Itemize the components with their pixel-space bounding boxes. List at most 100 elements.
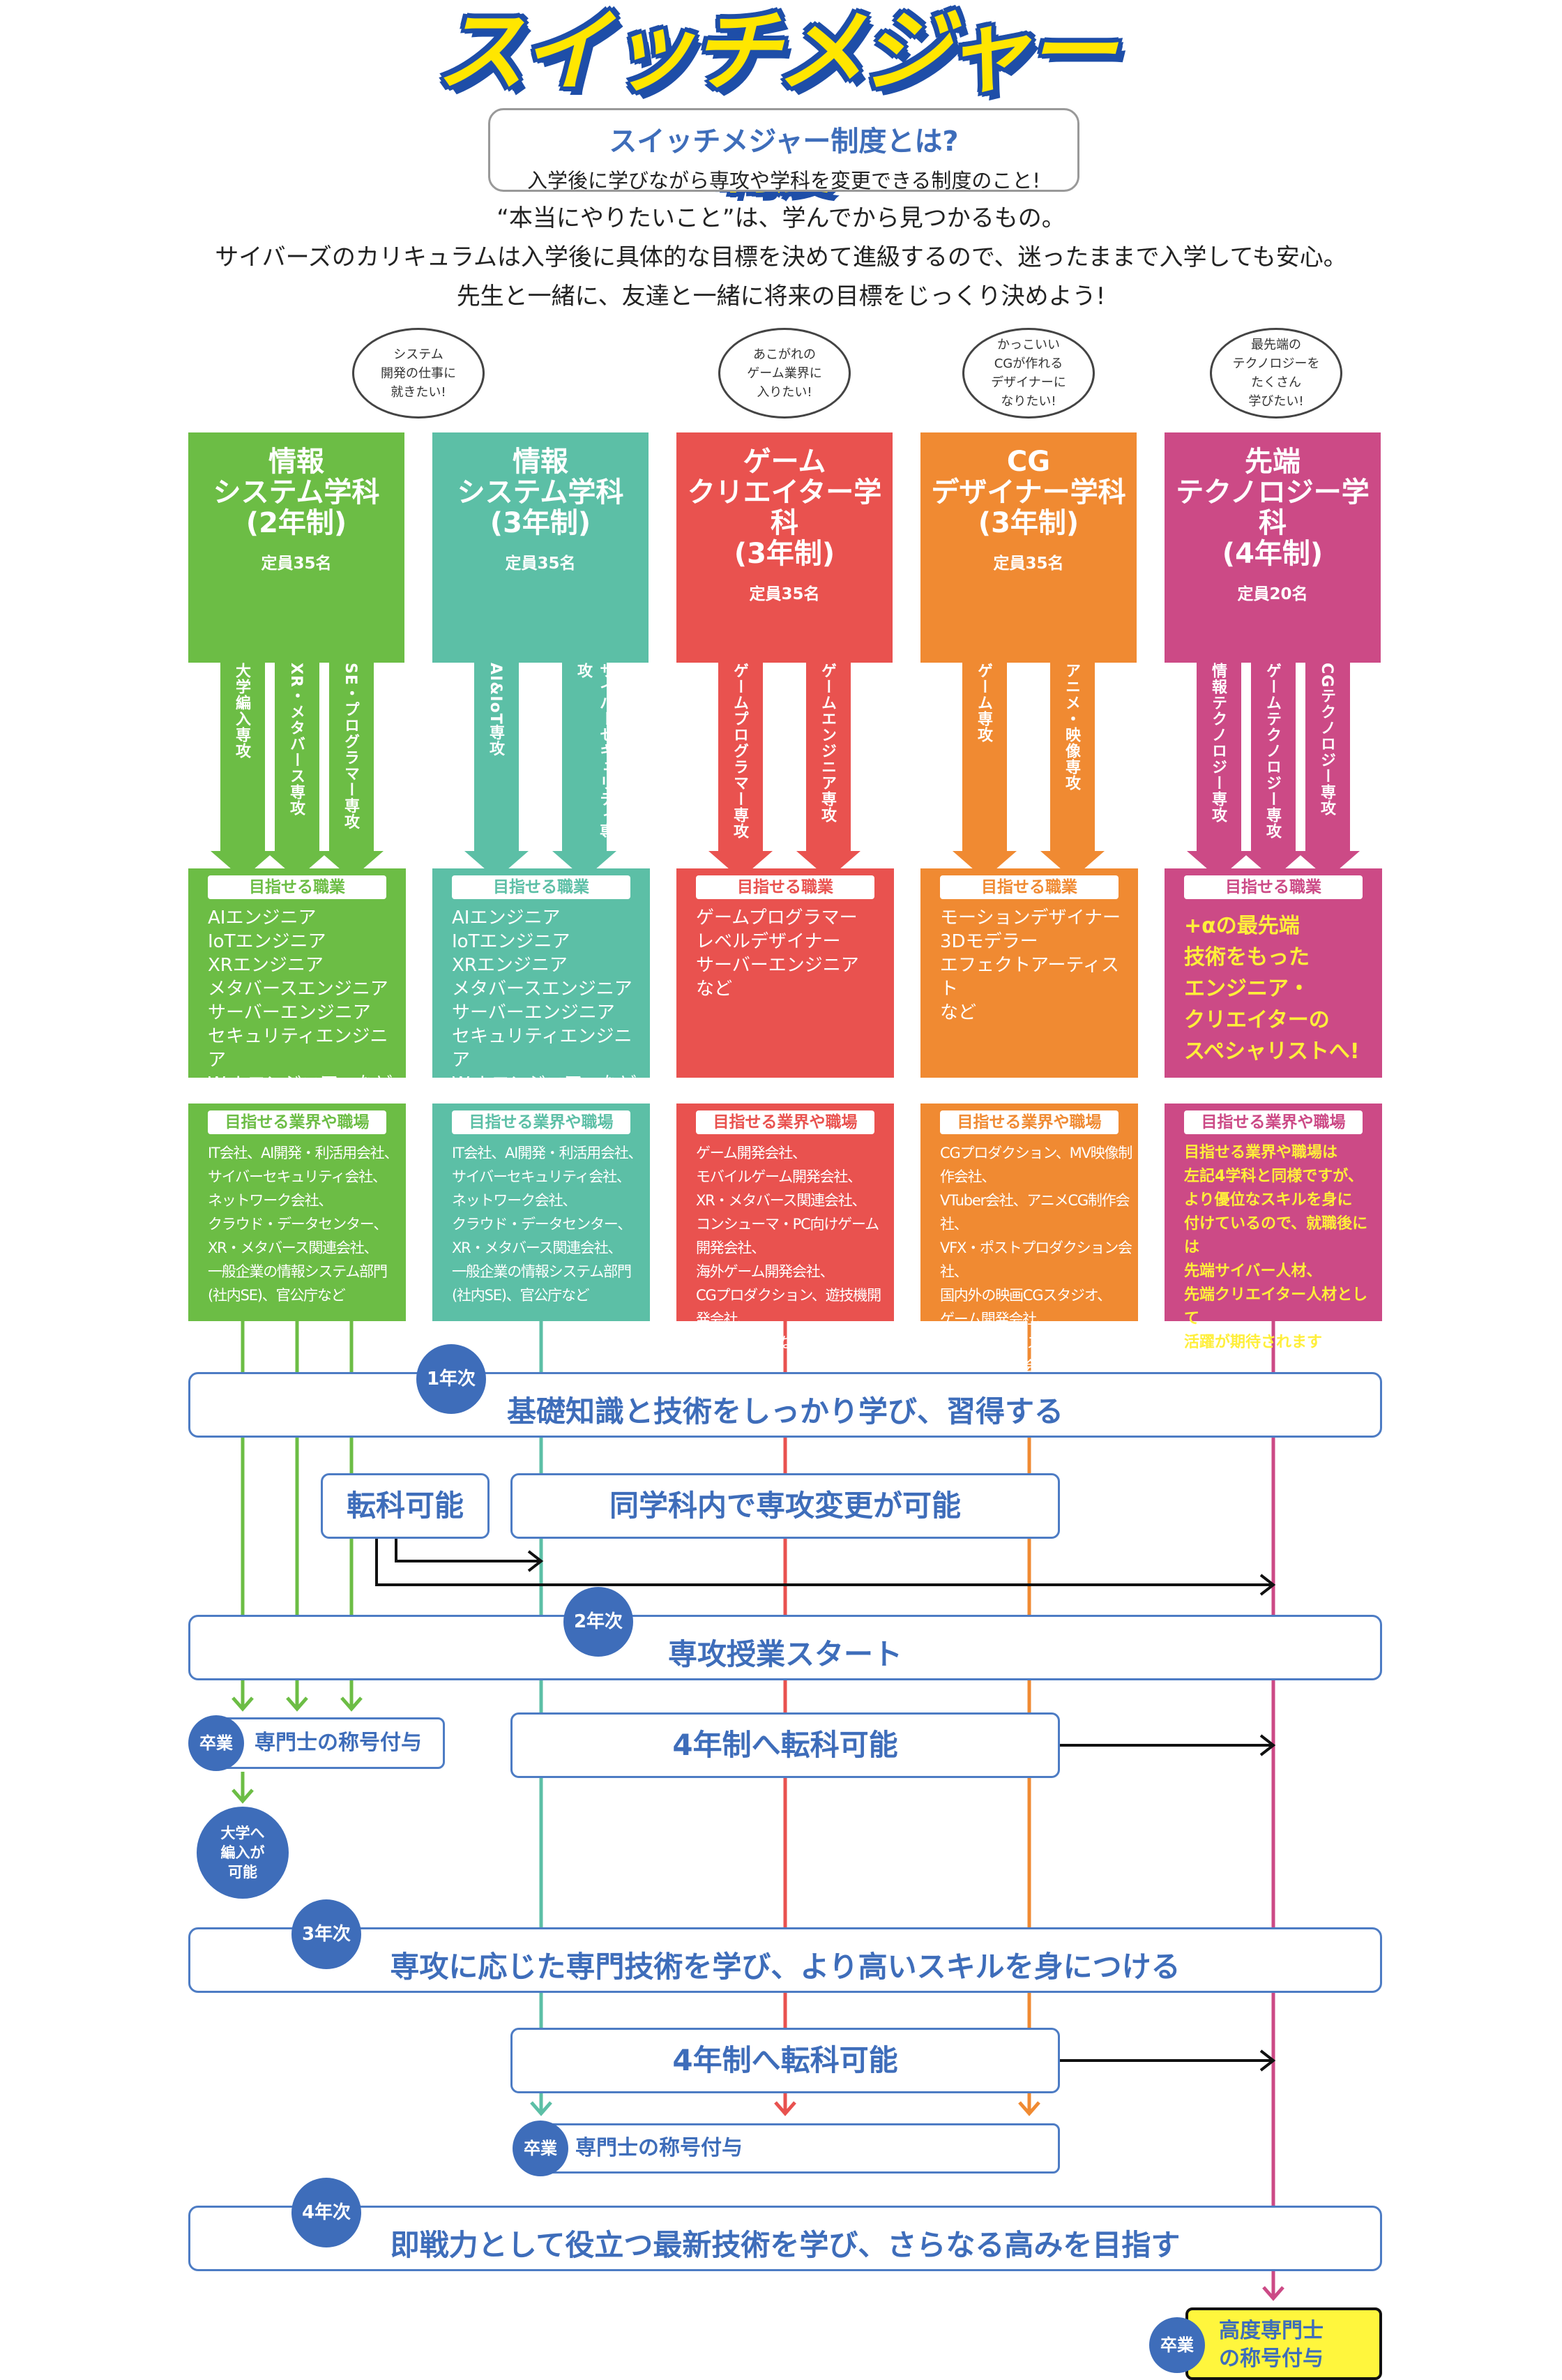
major-stem: AI&IoT専攻 [474,663,519,851]
department-name: 先端 テクノロジー学科 (4年制) [1176,446,1370,570]
stem-arrowhead [265,851,329,879]
industry-box: 目指せる業界や職場 IT会社、AI開発・利活用会社、 サイバーセキュリティ会社、… [432,1104,650,1321]
thought-cloud: かっこいい CGが作れる デザイナーに なりたい! [962,328,1095,419]
major-label: CGテクノロジー専攻 [1318,663,1335,817]
jobs-special-line: エンジニア・ [1184,977,1310,1001]
department-capacity: 定員35名 [505,555,576,573]
arrow-head [774,2101,796,2116]
major-stem: 大学編入専攻 [220,663,265,851]
department-card: 情報 システム学科 (2年制) 定員35名 [188,432,404,663]
stem-arrowhead [796,851,860,879]
definition-answer: 入学後に学びながら専攻や学科を変更できる制度のこと! [526,169,1041,193]
industry-tab: 目指せる業界や職場 [452,1110,630,1134]
major-label: ゲームテクノロジー専攻 [1264,663,1281,839]
industry-tab: 目指せる業界や職場 [1184,1110,1363,1134]
definition-box: スイッチメジャー制度とは? 入学後に学びながら専攻や学科を変更できる制度のこと! [488,108,1079,193]
transfer-box: 転科可能 [321,1473,490,1539]
industry-box: 目指せる業界や職場 ゲーム開発会社、 モバイルゲーム開発会社、 XR・メタバース… [676,1104,894,1351]
major-stem: アニメ・映像専攻 [1050,663,1095,851]
jobs-box: 目指せる職業 AIエンジニア IoTエンジニア XRエンジニア メタバースエンジ… [188,868,406,1094]
department-capacity: 定員35名 [261,555,332,573]
jobs-list: AIエンジニア IoTエンジニア XRエンジニア メタバースエンジニア サーバー… [452,907,637,1094]
jobs-box: 目指せる職業 モーションデザイナー 3Dモデラー エフェクトアーティスト など [920,868,1138,1078]
major-stem: サイバーセキュリティ専攻 [562,663,614,851]
stage-year3: 専攻に応じた専門技術を学び、より高いスキルを身につける [188,1927,1382,1993]
thought-cloud: あこがれの ゲーム業界に 入りたい! [718,328,851,419]
major-stem: XR・メタバース専攻 [275,663,319,851]
jobs-tab: 目指せる職業 [452,875,630,899]
jobs-list: AIエンジニア IoTエンジニア XRエンジニア メタバースエンジニア サーバー… [208,907,393,1094]
stage-year1: 基礎知識と技術をしっかり学び、習得する [188,1372,1382,1438]
arrow-head [340,1696,363,1712]
arrow-head [232,1788,254,1804]
major-label: ゲーム専攻 [975,663,992,743]
jobs-special-line: +αの最先端 [1184,914,1300,938]
stem-arrowhead [1296,851,1360,879]
jobs-tab: 目指せる職業 [1184,875,1363,899]
page-title: スイッチメジャー制度 [436,0,1116,201]
department-name: CG デザイナー学科 (3年制) [931,446,1126,539]
advanced-title-line: の称号付与 [1219,2347,1324,2371]
stem-arrowhead [464,851,529,879]
year-badge: 3年次 [291,1899,361,1969]
arrow-head [1259,2049,1276,2072]
major-stem: 情報テクノロジー専攻 [1197,663,1241,851]
jobs-special: +αの最先端 技術をもった エンジニア・ クリエイターの スペシャリストへ! [1184,910,1360,1067]
major-stem: SE・プログラマー専攻 [329,663,374,851]
industry-box: 目指せる業界や職場 IT会社、AI開発・利活用会社、 サイバーセキュリティ会社、… [188,1104,406,1321]
arrow-head [286,1696,308,1712]
arrow-head [232,1696,254,1712]
jobs-box: 目指せる職業 +αの最先端 技術をもった エンジニア・ クリエイターの スペシャ… [1165,868,1382,1078]
transfer-4yr-box: 4年制へ転科可能 [510,2028,1060,2093]
year-badge: 2年次 [563,1587,633,1657]
major-label: ゲームプログラマー専攻 [731,663,748,839]
department-card: ゲーム クリエイター学科 (3年制) 定員35名 [676,432,893,663]
major-label: XR・メタバース専攻 [287,663,305,816]
year-badge: 4年次 [291,2178,361,2247]
advanced-graduation-box: 高度専門士の称号付与 [1185,2307,1382,2380]
industry-tab: 目指せる業界や職場 [940,1110,1119,1134]
industry-tab: 目指せる業界や職場 [208,1110,386,1134]
stem-arrowhead [552,851,616,879]
arrow-head [1262,2286,1284,2301]
advanced-title-line: 高度専門士 [1219,2319,1324,2343]
jobs-special-line: クリエイターの [1184,1008,1330,1032]
graduate-badge: 卒業 [188,1715,244,1771]
stem-arrowhead [1241,851,1305,879]
arrow-head [1259,1734,1276,1756]
intro-line: “本当にやりたいこと”は、学んでから見つかるもの。 [496,204,1066,232]
thought-cloud: システム 開発の仕事に 就きたい! [352,328,485,419]
major-label: 大学編入専攻 [233,663,250,759]
industry-list: 目指せる業界や職場は 左記4学科と同様ですが、 より優位なスキルを身に 付けてい… [1184,1144,1368,1351]
industry-list: ゲーム開発会社、 モバイルゲーム開発会社、 XR・メタバース関連会社、 コンシュ… [696,1145,881,1351]
major-label: アニメ・映像専攻 [1063,663,1080,791]
major-label: SE・プログラマー専攻 [342,663,359,830]
major-label: サイバーセキュリティ専攻 [575,663,614,839]
definition-question: スイッチメジャー制度とは? [609,126,959,158]
department-name: 情報 システム学科 (2年制) [213,446,380,539]
industry-tab: 目指せる業界や職場 [696,1110,874,1134]
stage-year2: 専攻授業スタート [188,1615,1382,1680]
jobs-tab: 目指せる職業 [940,875,1119,899]
arrow-head [1259,1574,1276,1596]
industry-box: 目指せる業界や職場 CGプロダクション、MV映像制作会社、 VTuber会社、ア… [920,1104,1138,1399]
jobs-box: 目指せる職業 AIエンジニア IoTエンジニア XRエンジニア メタバースエンジ… [432,868,650,1094]
department-card: 先端 テクノロジー学科 (4年制) 定員20名 [1165,432,1381,663]
major-stem: ゲームテクノロジー専攻 [1251,663,1296,851]
major-label: ゲームエンジニア専攻 [819,663,836,823]
major-stem: ゲームプログラマー専攻 [718,663,763,851]
jobs-tab: 目指せる職業 [696,875,874,899]
industry-list: IT会社、AI開発・利活用会社、 サイバーセキュリティ会社、 ネットワーク会社、… [208,1145,399,1304]
major-change-box: 同学科内で専攻変更が可能 [510,1473,1060,1539]
stem-arrowhead [953,851,1017,879]
stem-arrowhead [319,851,384,879]
jobs-list: ゲームプログラマー レベルデザイナー サーバーエンジニア など [696,907,859,1000]
jobs-box: 目指せる職業 ゲームプログラマー レベルデザイナー サーバーエンジニア など [676,868,894,1078]
university-transfer-badge: 大学へ 編入が 可能 [197,1807,289,1899]
intro-text: “本当にやりたいこと”は、学んでから見つかるもの。 サイバーズのカリキュラムは入… [84,199,1478,316]
connector-line [375,1539,1273,1586]
stem-arrowhead [708,851,773,879]
jobs-special-line: 技術をもった [1184,945,1310,970]
jobs-special-line: スペシャリストへ! [1184,1039,1360,1064]
department-capacity: 定員35名 [993,555,1064,573]
